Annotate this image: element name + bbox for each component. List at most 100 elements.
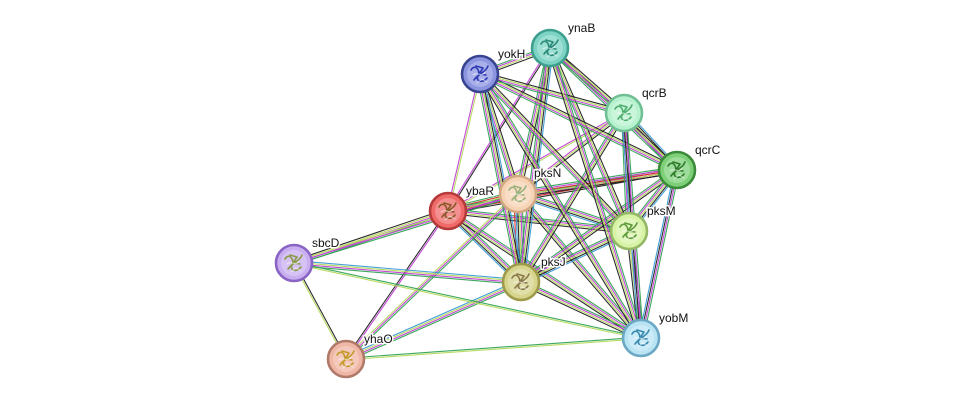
edge-evidence-line [346, 282, 522, 361]
edge-pksJ-yhaO[interactable] [344, 279, 523, 362]
edge-evidence-line [346, 211, 450, 360]
edge-evidence-line [479, 74, 677, 172]
protein-structure-icon [438, 202, 457, 221]
node-label: qcrC [695, 143, 721, 157]
edge-evidence-line [480, 73, 643, 338]
edge-evidence-line [516, 194, 641, 339]
edge-evidence-line [550, 47, 643, 338]
edges-layer [292, 45, 680, 362]
edge-evidence-line [346, 283, 523, 362]
protein-structure-icon [336, 350, 355, 369]
edge-qcrC-yobM[interactable] [638, 169, 680, 339]
edge-evidence-line [519, 283, 641, 341]
edge-pksN-qcrC[interactable] [517, 166, 678, 198]
edge-qcrC-yokH[interactable] [478, 71, 679, 173]
protein-structure-icon [614, 104, 633, 123]
node-label: pksJ [541, 255, 566, 269]
edge-evidence-line [522, 171, 679, 285]
node-label-halo: qcrB [642, 86, 667, 100]
edge-pksJ-sbcD[interactable] [293, 260, 522, 285]
edge-evidence-line [642, 170, 680, 339]
edge-evidence-line [638, 169, 676, 338]
edge-evidence-line [446, 73, 480, 211]
edge-evidence-line [294, 261, 522, 282]
edge-evidence-line [480, 72, 625, 113]
edge-evidence-line [519, 167, 676, 281]
edge-evidence-line [480, 72, 678, 170]
edge-evidence-line [293, 193, 519, 264]
edge-evidence-line [518, 193, 643, 338]
edge-evidence-line [293, 191, 518, 262]
edge-evidence-line [482, 73, 525, 282]
edge-evidence-line [551, 46, 632, 231]
edge-pksJ-qcrB[interactable] [518, 111, 627, 284]
edge-pksJ-qcrC[interactable] [519, 167, 679, 285]
edge-yhaO-yobM[interactable] [345, 336, 642, 361]
edge-yokH-yobM[interactable] [477, 72, 644, 340]
edge-evidence-line [522, 113, 627, 284]
edge-evidence-line [294, 195, 519, 266]
edge-pksJ-yobM[interactable] [519, 279, 643, 341]
edge-pksJ-yokH[interactable] [476, 73, 525, 283]
node-label: pksN [534, 166, 561, 180]
protein-structure-icon [508, 185, 527, 204]
edge-evidence-line [481, 72, 644, 338]
node-label: sbcD [312, 236, 340, 250]
edge-ynaB-yobM[interactable] [547, 47, 644, 339]
edge-evidence-line [293, 263, 521, 284]
node-label-halo: yobM [659, 311, 688, 325]
edge-evidence-line [294, 260, 522, 281]
edge-pksN-sbcD[interactable] [293, 191, 519, 266]
node-label-halo: pksJ [541, 255, 566, 269]
edge-qcrB-yokH[interactable] [479, 71, 625, 116]
edge-evidence-line [551, 47, 644, 338]
edge-evidence-line [477, 74, 520, 283]
node-label-halo: pksN [534, 166, 561, 180]
edge-sbcD-yobM[interactable] [293, 261, 642, 340]
edge-evidence-line [548, 48, 641, 339]
edge-evidence-line [476, 74, 519, 283]
edge-evidence-line [515, 195, 640, 340]
edge-evidence-line [479, 74, 629, 232]
edge-evidence-line [639, 169, 677, 338]
node-label: yhaO [364, 332, 393, 346]
edge-evidence-line [519, 112, 624, 282]
edge-evidence-line [346, 338, 642, 361]
edge-evidence-line [481, 71, 632, 230]
edge-ybaR-yokH[interactable] [446, 73, 482, 212]
edge-evidence-line [293, 263, 641, 340]
edge-evidence-line [293, 208, 448, 262]
edge-evidence-line [479, 73, 522, 283]
edge-evidence-line [448, 74, 482, 212]
edge-evidence-line [345, 336, 641, 359]
node-label: yokH [498, 47, 525, 61]
edge-evidence-line [518, 191, 630, 231]
edge-evidence-line [294, 261, 642, 338]
node-label-halo: qcrC [695, 143, 721, 157]
edge-evidence-line [517, 166, 677, 192]
edge-evidence-line [478, 75, 677, 173]
node-label-halo: yokH [498, 47, 525, 61]
edge-evidence-line [641, 170, 679, 339]
protein-structure-icon [540, 39, 559, 58]
node-label-halo: pksM [647, 204, 676, 218]
edge-evidence-line [480, 71, 625, 112]
protein-structure-icon [511, 273, 530, 292]
edge-evidence-line [521, 170, 678, 284]
protein-structure-icon [284, 254, 303, 273]
node-label: pksM [647, 204, 676, 218]
edge-evidence-line [346, 194, 520, 361]
protein-structure-icon [470, 65, 489, 84]
